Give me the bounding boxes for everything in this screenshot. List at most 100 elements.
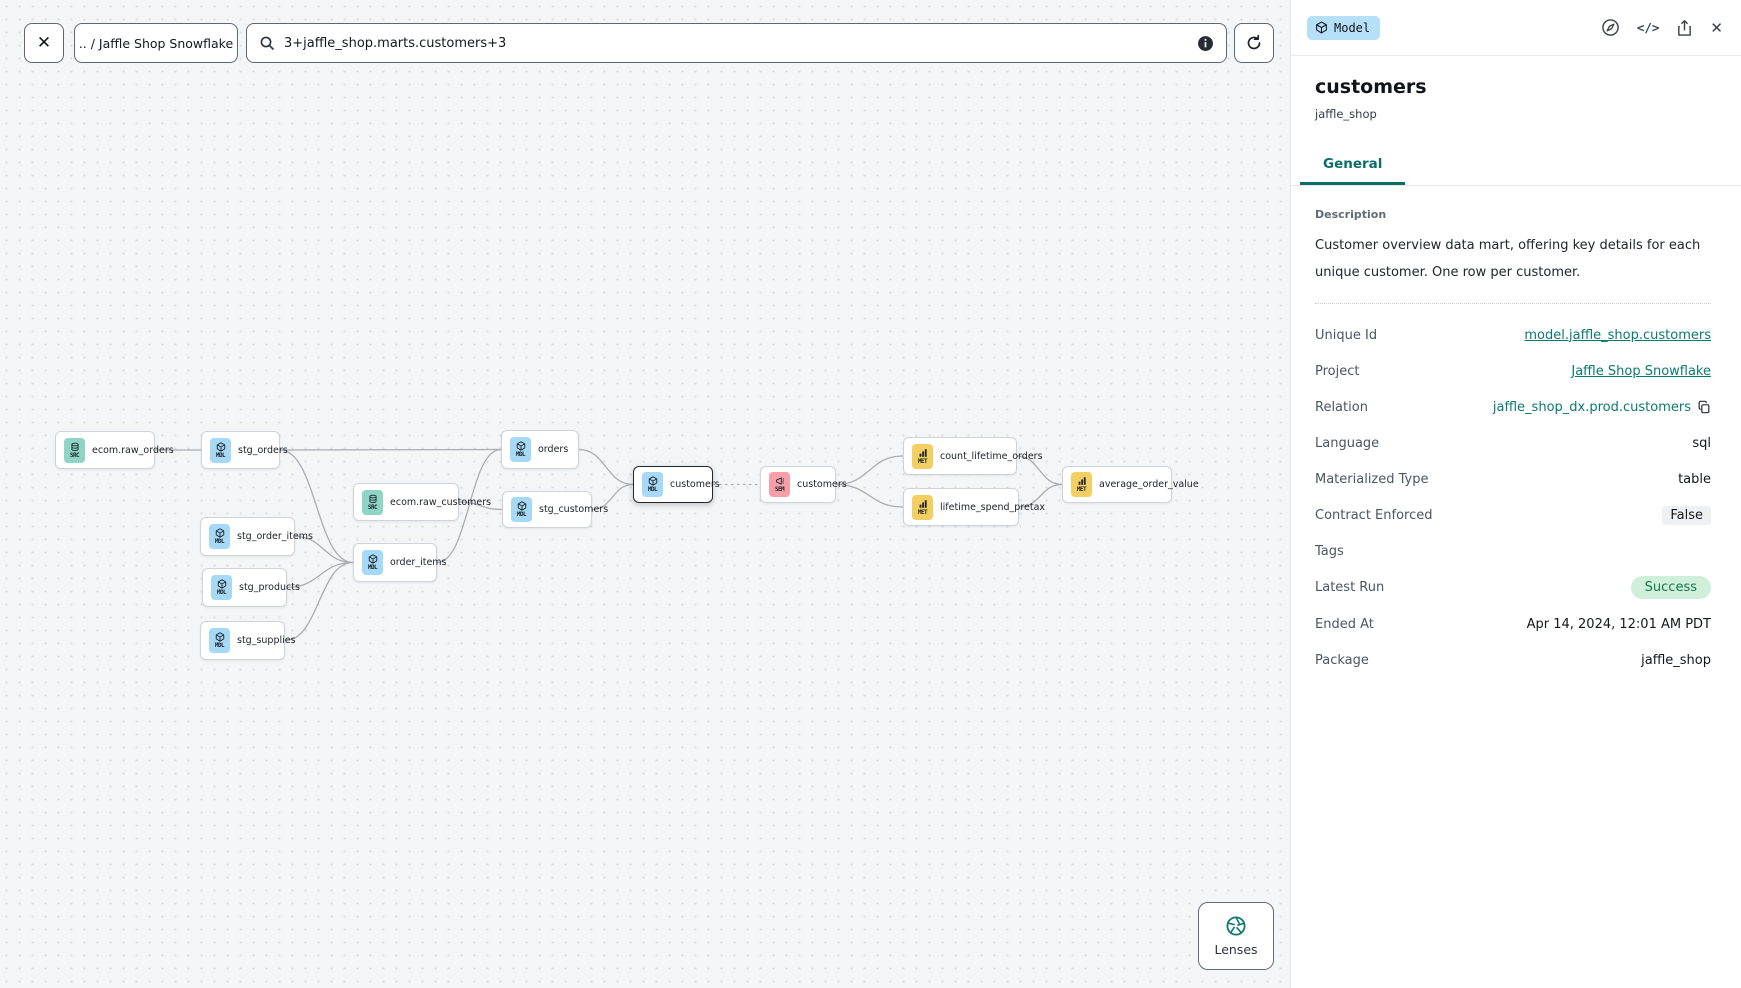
detail-row-project: Project Jaffle Shop Snowflake [1315, 360, 1711, 382]
graph-node-label: ecom.raw_customers [390, 496, 492, 508]
mdl-chip-icon: MDL [209, 628, 230, 653]
graph-node-orders[interactable]: MDL orders [501, 430, 579, 469]
mdl-chip-icon: MDL [210, 437, 231, 463]
resource-type-label: Model [1334, 20, 1371, 35]
row-value: table [1678, 471, 1711, 487]
page-title: customers [1315, 76, 1427, 98]
row-value: Apr 14, 2024, 12:01 AM PDT [1526, 616, 1711, 632]
met-chip-icon: MET [912, 443, 933, 469]
mdl-chip-icon: MDL [511, 497, 532, 522]
aperture-icon [1225, 915, 1247, 937]
graph-node-label: orders [538, 444, 569, 455]
graph-node-average_order_value[interactable]: MET average_order_value [1062, 466, 1199, 503]
row-label: Unique Id [1315, 327, 1378, 343]
explore-compass-icon[interactable] [1601, 18, 1620, 37]
mdl-chip-icon: MDL [510, 437, 531, 462]
row-value: jaffle_shop_dx.prod.customers [1492, 399, 1691, 415]
edge-orders-to-customers [578, 448, 634, 486]
graph-node-label: lifetime_spend_pretax [940, 501, 1046, 513]
info-icon[interactable] [1197, 35, 1214, 52]
mdl-chip-icon: MDL [209, 524, 230, 549]
lineage-search-bar[interactable] [246, 23, 1227, 63]
graph-node-count_lifetime_orders[interactable]: MET count_lifetime_orders [903, 437, 1043, 475]
met-chip-icon: MET [912, 494, 933, 520]
graph-node-label: customers [797, 479, 847, 490]
refresh-icon [1245, 34, 1263, 52]
row-value-link[interactable]: model.jaffle_shop.customers [1524, 327, 1711, 343]
mdl-chip-icon: MDL [211, 575, 232, 600]
sem-chip-icon: SEM [769, 472, 790, 497]
graph-node-label: stg_order_items [237, 531, 313, 542]
graph-node-stg_supplies[interactable]: MDL stg_supplies [200, 621, 296, 660]
row-value-link[interactable]: Jaffle Shop Snowflake [1571, 363, 1711, 379]
mdl-chip-icon: MDL [642, 472, 663, 497]
details-panel-header: Model </> ✕ [1291, 0, 1741, 56]
graph-node-label: average_order_value [1099, 479, 1199, 490]
graph-node-lifetime_spend_pretax[interactable]: MET lifetime_spend_pretax [903, 488, 1045, 526]
graph-node-customers_sem[interactable]: SEM customers [760, 466, 847, 503]
row-label: Ended At [1315, 616, 1374, 632]
divider [1315, 303, 1711, 305]
detail-row-package: Package jaffle_shop [1315, 649, 1711, 671]
panel-tabs: General [1291, 147, 1741, 186]
lenses-label: Lenses [1214, 942, 1258, 957]
edge-stg_supplies-to-order_items [284, 561, 354, 642]
close-icon: ✕ [36, 33, 52, 53]
row-label: Tags [1315, 543, 1344, 559]
detail-row-materialized-type: Materialized Type table [1315, 468, 1711, 490]
graph-node-label: stg_products [239, 582, 300, 593]
src-chip-icon: SRC [64, 437, 85, 463]
close-icon[interactable]: ✕ [1710, 18, 1723, 37]
description-text: Customer overview data mart, offering ke… [1315, 238, 1701, 280]
copy-icon[interactable] [1697, 400, 1711, 414]
row-label: Package [1315, 652, 1369, 668]
graph-node-stg_products[interactable]: MDL stg_products [202, 568, 300, 607]
cube-icon [1315, 21, 1328, 34]
detail-row-unique-id: Unique Id model.jaffle_shop.customers [1315, 324, 1711, 346]
detail-row-latest-run: Latest Run Success [1315, 576, 1711, 600]
detail-row-language: Language sql [1315, 432, 1711, 454]
run-status-badge: Success [1630, 576, 1711, 600]
graph-node-stg_orders[interactable]: MDL stg_orders [201, 431, 288, 469]
graph-node-label: stg_orders [238, 444, 288, 456]
edge-stg_orders-to-orders [279, 448, 502, 451]
row-label: Materialized Type [1315, 471, 1429, 487]
tab-general[interactable]: General [1300, 147, 1406, 185]
graph-node-label: count_lifetime_orders [940, 450, 1043, 462]
row-label: Latest Run [1315, 580, 1385, 596]
graph-node-label: stg_supplies [237, 635, 296, 646]
close-lineage-button[interactable]: ✕ [24, 23, 64, 63]
resource-type-badge: Model [1307, 15, 1381, 40]
search-icon [259, 35, 275, 51]
refresh-lineage-button[interactable] [1234, 23, 1274, 63]
status-badge: False [1662, 505, 1711, 525]
row-label: Relation [1315, 399, 1368, 415]
detail-row-relation: Relation jaffle_shop_dx.prod.customers [1315, 396, 1711, 418]
met-chip-icon: MET [1071, 472, 1092, 497]
details-panel: Model </> ✕ customers jaffle_shop Genera… [1290, 0, 1741, 988]
row-label: Language [1315, 435, 1380, 451]
package-subtitle: jaffle_shop [1315, 107, 1377, 121]
breadcrumb[interactable]: .. / Jaffle Shop Snowflake [74, 23, 238, 63]
graph-node-order_items[interactable]: MDL order_items [353, 543, 447, 582]
row-label: Project [1315, 363, 1360, 379]
mdl-chip-icon: MDL [362, 550, 383, 575]
graph-node-label: order_items [390, 557, 447, 568]
row-label: Contract Enforced [1315, 507, 1433, 523]
row-value: sql [1692, 435, 1711, 451]
search-input[interactable] [284, 35, 1188, 51]
detail-row-contract-enforced: Contract Enforced False [1315, 504, 1711, 526]
graph-node-raw_orders[interactable]: SRC ecom.raw_orders [55, 431, 174, 469]
row-value: jaffle_shop [1641, 652, 1711, 668]
code-icon[interactable]: </> [1636, 20, 1660, 35]
graph-node-stg_order_items[interactable]: MDL stg_order_items [200, 517, 313, 556]
graph-node-label: ecom.raw_orders [92, 444, 174, 456]
share-icon[interactable] [1676, 19, 1693, 37]
lenses-button[interactable]: Lenses [1198, 902, 1274, 970]
detail-row-tags: Tags [1315, 540, 1711, 562]
